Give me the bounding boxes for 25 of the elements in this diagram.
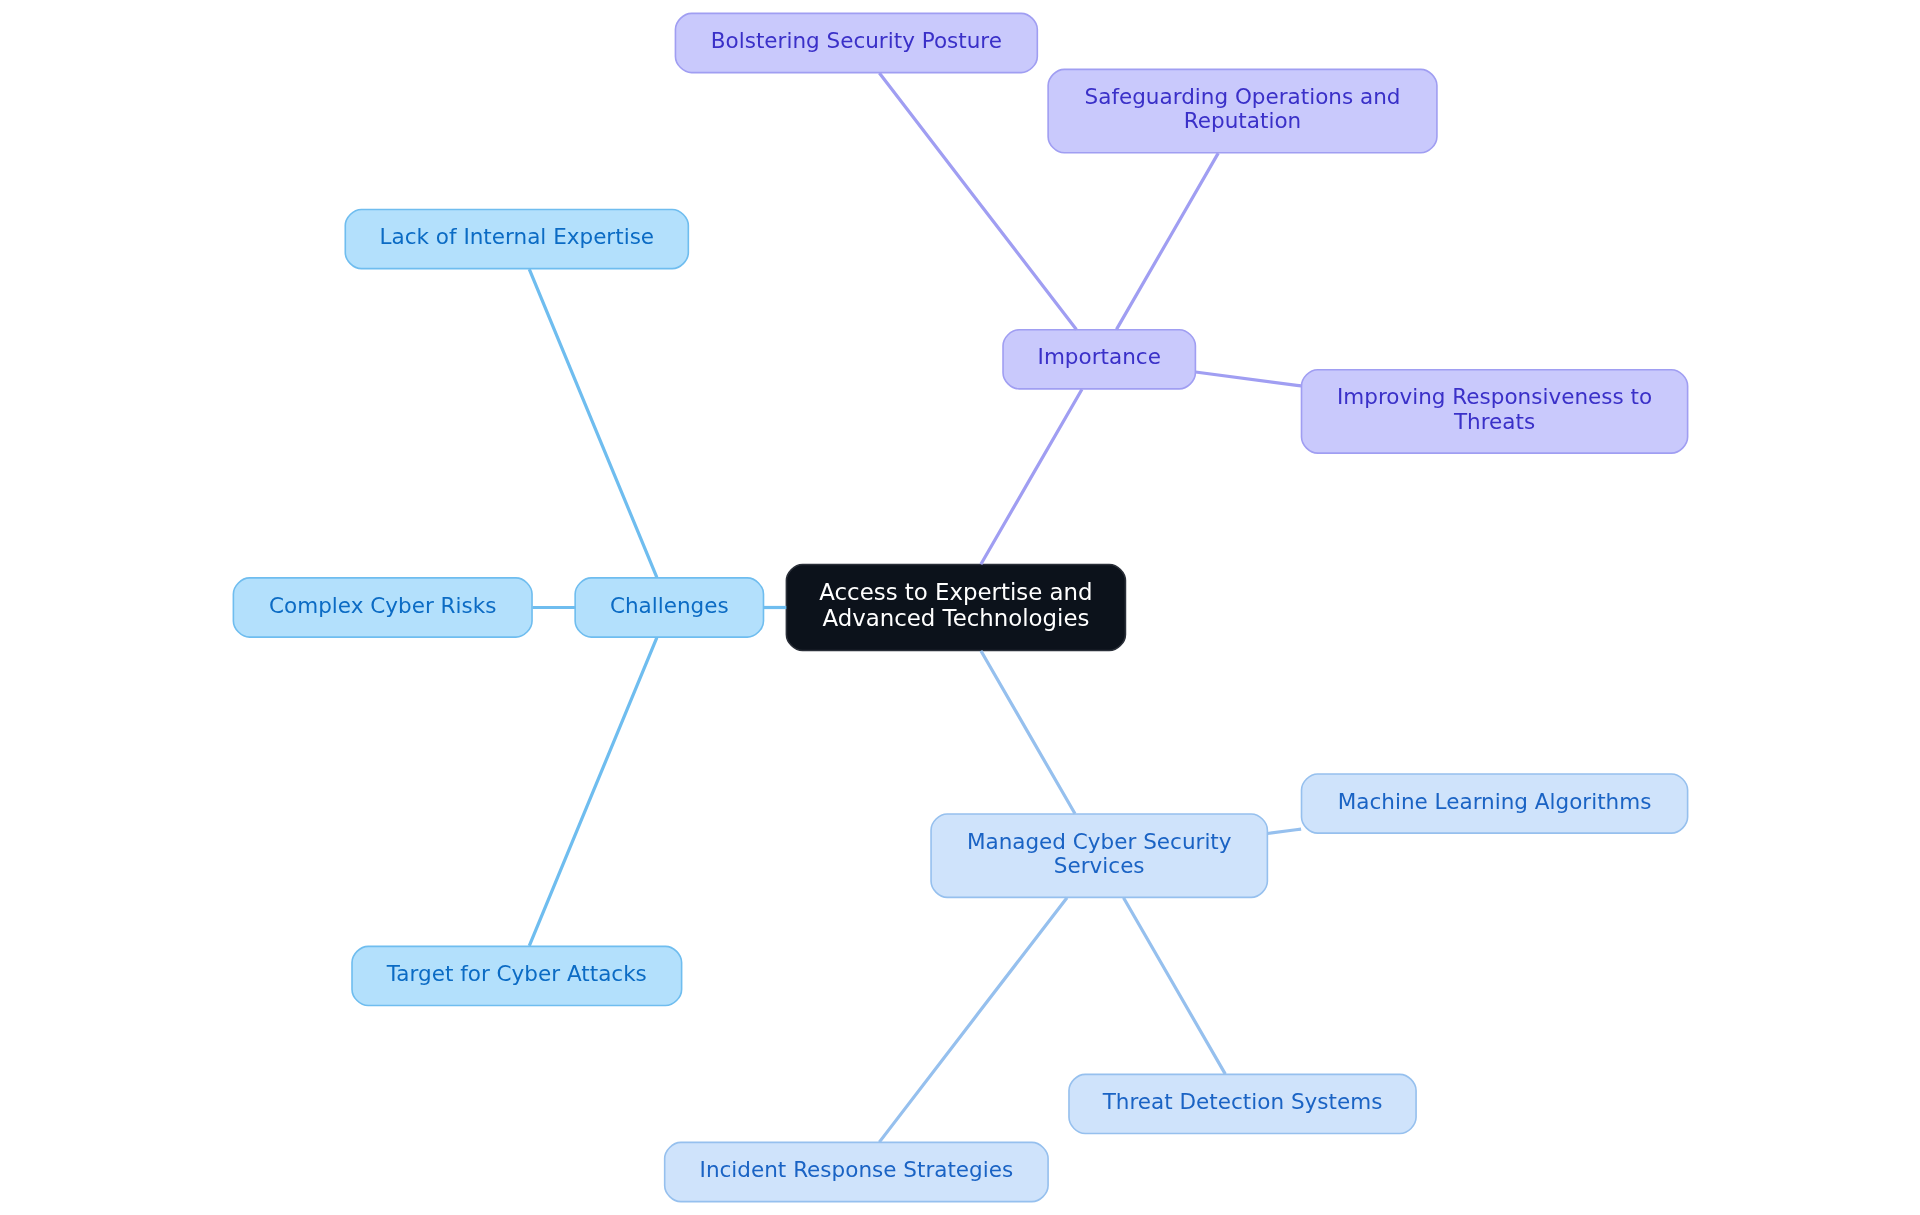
node-box: Managed Cyber Security Services — [929, 813, 1268, 899]
node-box: Target for Cyber Attacks — [350, 945, 682, 1007]
connector — [1121, 897, 1227, 1075]
connector — [532, 605, 575, 610]
connector — [527, 268, 658, 578]
node-box: Machine Learning Algorithms — [1300, 773, 1688, 834]
connector — [979, 649, 1076, 815]
node-box: Complex Cyber Risks — [232, 577, 533, 638]
node-box: Bolstering Security Posture — [674, 12, 1038, 74]
node-box: Safeguarding Operations and Reputation — [1046, 68, 1438, 154]
connector — [877, 896, 1068, 1144]
node-box: Access to Expertise and Advanced Technologies — [785, 563, 1126, 652]
connector — [979, 388, 1083, 566]
node-box: Improving Responsiveness to Threats — [1300, 368, 1688, 454]
node-box: Challenges — [573, 577, 764, 638]
connector — [1194, 370, 1302, 388]
node-box: Incident Response Strategies — [663, 1141, 1049, 1203]
connector — [763, 605, 786, 610]
connector — [1114, 152, 1220, 331]
connector — [527, 637, 658, 947]
node-box: Importance — [1001, 328, 1196, 390]
connector — [877, 71, 1078, 331]
node-box: Threat Detection Systems — [1067, 1073, 1417, 1135]
connector — [1266, 827, 1301, 836]
node-box: Lack of Internal Expertise — [343, 208, 689, 270]
